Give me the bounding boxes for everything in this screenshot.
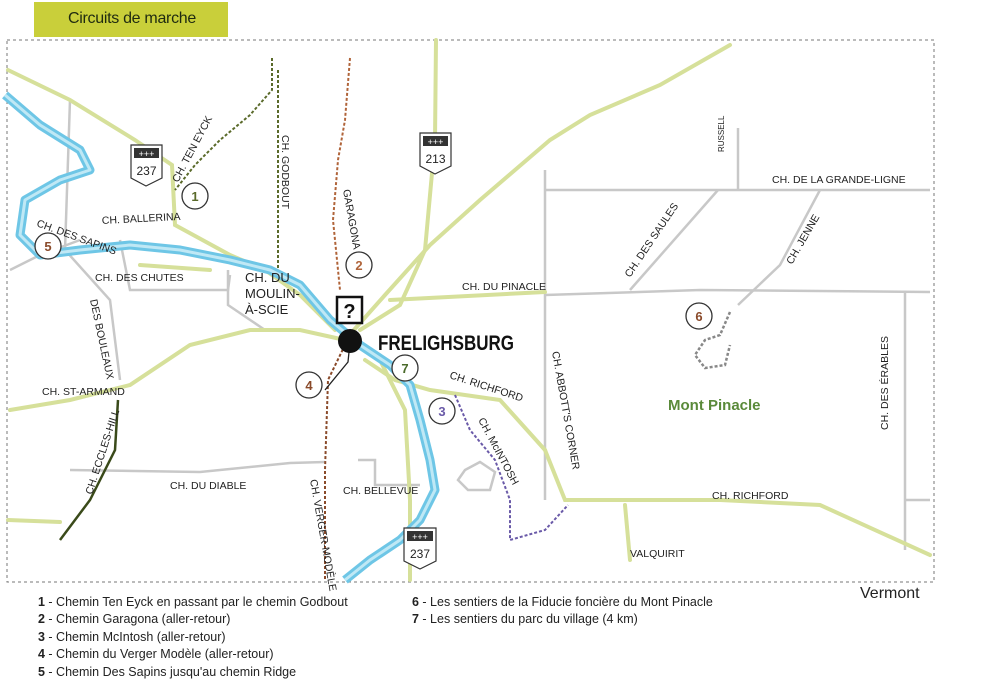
road-label-godbout: CH. GODBOUT (279, 135, 291, 210)
info-point-icon: ? (335, 295, 364, 325)
road-label-ten-eyck: CH. TEN EYCK (170, 114, 215, 184)
legend-item: 5 - Chemin Des Sapins jusqu'au chemin Ri… (38, 664, 297, 679)
road-label-ballerina: CH. BALLERINA (102, 211, 181, 227)
road-label-mcintosh: CH. McINTOSH (475, 416, 521, 487)
vermont-label: Vermont (860, 585, 920, 602)
map-frame (6, 39, 935, 583)
town-name: FRELIGHSBURG (378, 332, 514, 355)
road-label-valquirit: VALQUIRIT (630, 548, 685, 560)
road-label-moulin-1: CH. DU (245, 270, 290, 285)
road-label-moulin-3: À-SCIE (245, 302, 289, 317)
svg-text:6: 6 (695, 309, 702, 324)
road-label-richford-south: CH. RICHFORD (712, 490, 789, 502)
trail-marker-2: 2 (345, 251, 373, 279)
trail-marker-7: 7 (391, 354, 419, 382)
route-shield-213: +++ 213 (419, 132, 452, 175)
trail-marker-4: 4 (295, 371, 323, 399)
svg-text:1: 1 (191, 189, 198, 204)
road-label-eccles-hill: CH. ECCLES-HILL (83, 408, 122, 496)
trail-6-pinacle (693, 311, 732, 370)
trail-marker-5: 5 (34, 232, 62, 260)
road-label-moulin-2: MOULIN- (245, 286, 300, 301)
svg-text:+++: +++ (412, 532, 428, 542)
trail-3-mcintosh (454, 394, 569, 542)
road-label-abbotts-corner: CH. ABBOTT'S CORNER (549, 350, 582, 471)
eccles-hill-road (59, 399, 120, 541)
road-label-du-diable: CH. DU DIABLE (170, 480, 246, 492)
svg-text:237: 237 (410, 547, 430, 561)
svg-text:4: 4 (305, 378, 313, 393)
trail-2-garagona (331, 57, 351, 291)
legend-item: 6 - Les sentiers de la Fiducie foncière … (412, 595, 713, 609)
legend-item: 7 - Les sentiers du parc du village (4 k… (412, 612, 638, 627)
trail-marker-1: 1 (181, 182, 209, 210)
legend-left: 1 - Chemin Ten Eyck en passant par le ch… (38, 594, 348, 681)
map-title-banner: Circuits de marche (34, 2, 228, 37)
road-label-russell: RUSSELL (717, 115, 726, 152)
road-label-des-erables: CH. DES ÉRABLES (878, 336, 891, 430)
road-label-verger-modele: CH. VERGER-MODÈLE (307, 478, 339, 592)
town-marker-icon (338, 329, 362, 353)
main-roads (6, 38, 932, 582)
road-label-des-chutes: CH. DES CHUTES (95, 272, 184, 284)
svg-text:7: 7 (401, 361, 408, 376)
svg-text:237: 237 (136, 164, 156, 178)
road-label-st-armand: CH. ST-ARMAND (42, 386, 125, 398)
route-shield-237-south: +++ 237 (403, 527, 437, 570)
svg-text:+++: +++ (139, 149, 155, 159)
svg-text:3: 3 (438, 404, 445, 419)
road-label-pinacle: CH. DU PINACLE (462, 281, 546, 293)
trail-1-ten-eyck (174, 58, 273, 191)
road-label-grande-ligne: CH. DE LA GRANDE-LIGNE (772, 174, 906, 186)
trail-marker-6: 6 (685, 302, 713, 330)
svg-text:5: 5 (44, 239, 51, 254)
road-label-bellevue: CH. BELLEVUE (343, 485, 418, 497)
map-title: Circuits de marche (68, 10, 196, 27)
svg-text:213: 213 (425, 152, 445, 166)
mountain-name: Mont Pinacle (668, 397, 761, 414)
legend-item: 1 - Chemin Ten Eyck en passant par le ch… (38, 595, 348, 609)
legend-item: 4 - Chemin du Verger Modèle (aller-retou… (38, 647, 274, 662)
bellevue-loop (456, 460, 497, 492)
svg-text:?: ? (343, 301, 355, 323)
svg-text:+++: +++ (428, 137, 444, 147)
road-label-garagona: GARAGONA (340, 188, 362, 250)
trail-marker-3: 3 (428, 397, 456, 425)
legend-item: 3 - Chemin McIntosh (aller-retour) (38, 629, 226, 644)
svg-text:2: 2 (355, 258, 362, 273)
legend-right: 6 - Les sentiers de la Fiducie foncière … (412, 594, 713, 629)
route-shield-237-north: +++ 237 (130, 144, 163, 187)
legend-item: 2 - Chemin Garagona (aller-retour) (38, 612, 231, 627)
